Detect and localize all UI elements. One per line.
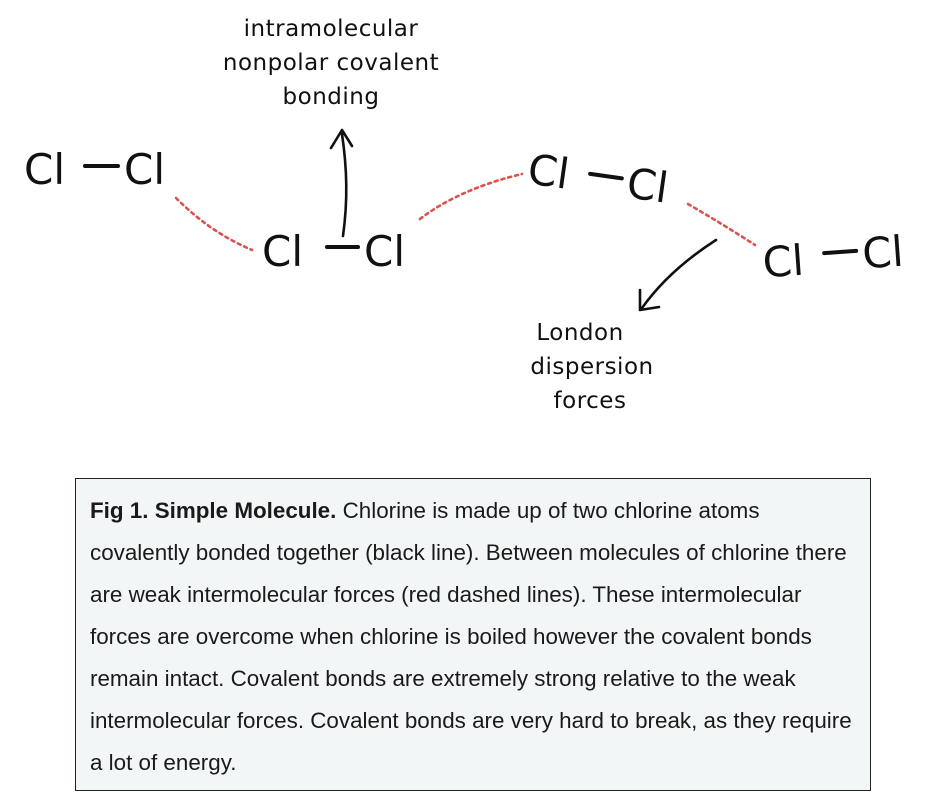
intermolecular-force-3-4 xyxy=(686,202,757,247)
molecule-3: Cl Cl xyxy=(525,144,671,212)
molecule-2-atom-right: Cl xyxy=(364,227,405,276)
molecule-1: Cl Cl xyxy=(24,145,165,194)
molecule-2-atom-left: Cl xyxy=(262,227,303,276)
caption-title: Fig 1. Simple Molecule. xyxy=(90,498,337,523)
london-label-line-2: dispersion xyxy=(530,354,653,380)
caption-text: Chlorine is made up of two chlorine atom… xyxy=(90,498,852,775)
intermolecular-force-2-3 xyxy=(418,172,524,221)
london-dispersion-label: London dispersion forces xyxy=(530,320,653,414)
london-label-line-3: forces xyxy=(554,388,627,414)
molecule-3-covalent-bond xyxy=(588,171,624,181)
molecule-2: Cl Cl xyxy=(262,227,405,276)
intermolecular-force-1-2 xyxy=(174,196,254,252)
intramolecular-label-line-1: intramolecular xyxy=(244,16,419,42)
london-dispersion-arrow-icon xyxy=(638,238,718,312)
molecule-4-covalent-bond xyxy=(822,248,859,256)
molecule-1-atom-right: Cl xyxy=(124,145,165,194)
intramolecular-arrow-icon xyxy=(329,128,354,238)
molecule-4: Cl Cl xyxy=(761,227,905,288)
molecule-4-atom-right: Cl xyxy=(861,227,905,279)
molecule-4-atom-left: Cl xyxy=(761,236,805,288)
intramolecular-label: intramolecular nonpolar covalent bonding xyxy=(223,16,439,110)
intramolecular-label-line-2: nonpolar covalent xyxy=(223,50,439,76)
molecule-1-atom-left: Cl xyxy=(24,145,65,194)
london-label-line-1: London xyxy=(536,320,623,346)
intramolecular-label-line-3: bonding xyxy=(283,84,380,110)
molecule-3-atom-left: Cl xyxy=(525,144,572,198)
caption-paragraph: Fig 1. Simple Molecule. Chlorine is made… xyxy=(90,490,856,784)
chlorine-diagram: Cl Cl Cl Cl Cl Cl Cl Cl intramolecular n… xyxy=(24,16,905,414)
molecule-3-atom-right: Cl xyxy=(624,158,671,212)
figure-caption: Fig 1. Simple Molecule. Chlorine is made… xyxy=(75,478,871,791)
